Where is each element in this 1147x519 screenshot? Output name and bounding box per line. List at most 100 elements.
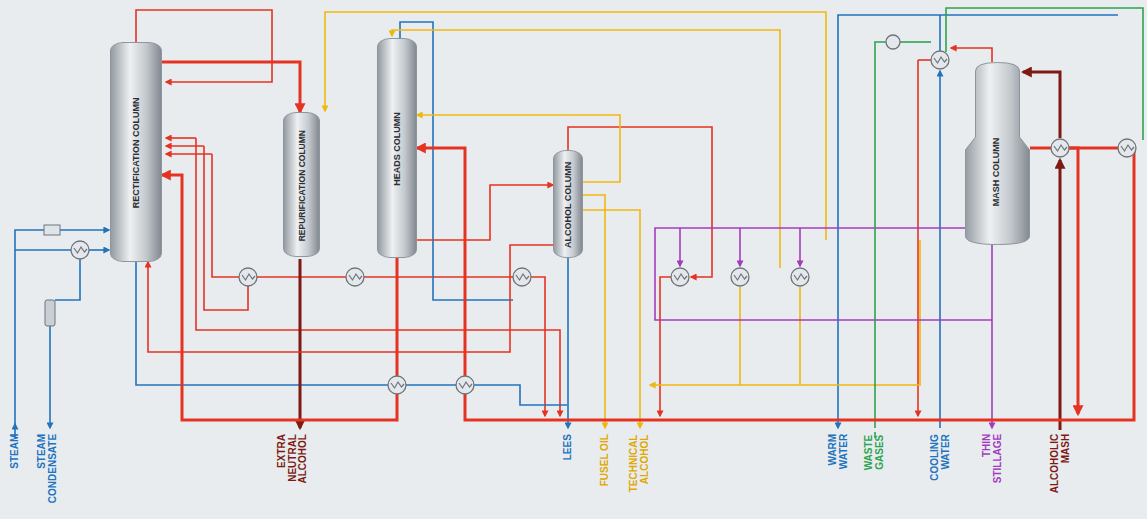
heat-exchanger [794,274,807,280]
stream-label: STEAM CONDENSATE [37,434,58,503]
pipe-line [166,153,212,155]
pipe-line [406,384,456,386]
heat-exchanger [1054,145,1067,151]
process-pipe [162,62,300,112]
pipe-line [531,277,545,416]
pipe-line [739,287,741,385]
pipe-line [299,259,302,428]
pipe-line [838,15,1118,428]
heat-exchanger [671,268,689,286]
stream-label: STEAM [10,434,21,469]
heat-exchanger [734,274,747,280]
pipe-line [49,326,51,428]
heat-exchanger [346,268,364,286]
valve-symbol [45,300,55,326]
heat-exchanger [71,241,89,259]
heat-exchanger [513,268,531,286]
column-label: RECTIFICATION COLUMN [132,98,142,209]
pipe-line [166,137,196,139]
pipe-line [583,210,640,428]
heat-exchanger [934,57,947,63]
pipe-line [939,15,941,51]
heat-exchanger [731,268,749,286]
stream-label: WASTE GASES [864,434,885,470]
heat-exchanger [513,268,531,286]
stream-label: COOLING WATER [929,434,950,481]
heat-exchanger [349,274,362,280]
heat-exchanger [346,268,364,286]
pipe-line [474,385,567,405]
heat-exchanger [674,274,687,280]
heat-exchanger [239,268,257,286]
column-label: REPURIFICATION COLUMN [298,130,307,241]
heat-exchanger [931,51,949,69]
pipe-line [1023,72,1060,138]
pipe-line [15,249,71,251]
process-pipe [417,185,553,240]
heat-exchanger [242,274,255,280]
heat-exchanger [74,247,87,253]
heat-exchanger [1051,139,1069,157]
pipe-line [900,41,931,43]
heat-exchanger [671,268,689,286]
pipe-line [655,228,992,320]
heat-exchanger [456,376,474,394]
pipe-line [799,228,801,266]
distillation-column: HEADS COLUMN [377,38,417,258]
stream-label: THIN STILLAGE [982,434,1003,483]
pipe-line [166,145,204,147]
heat-exchanger [1121,145,1134,151]
pipe-line [204,146,248,310]
pipe-line [918,59,931,61]
pipe-line [1059,160,1062,430]
pipe-line [212,154,239,277]
heat-exchanger [931,51,949,69]
pipe-line [89,249,109,251]
stream-label: EXTRA NEUTRAL ALCOHOL [276,434,308,483]
process-pipe [148,245,553,352]
heat-exchanger [388,376,406,394]
pipe-line [60,229,109,231]
heat-exchanger [459,382,472,388]
pipe-line [939,71,941,428]
pipe-line [15,230,44,428]
heat-exchanger [791,268,809,286]
heat-exchanger [239,268,257,286]
pipe-line [991,245,993,428]
heat-exchanger [71,241,89,259]
distillation-column: MASH COLUMN [965,62,1030,245]
stream-label: TECHNICAL ALCOHOL [629,434,650,492]
column-label: ALCOHOL COLUMN [564,162,574,248]
pipe-line [917,60,919,416]
mash-column-shape [966,63,1030,245]
pipe-line [55,259,80,300]
pipe-line [136,262,388,385]
column-label: MASH COLUMN [992,137,1002,206]
pipe-line [739,228,741,266]
pipe-line [1069,148,1078,414]
pipe-line [660,277,671,416]
process-pipe [162,175,397,420]
stream-label: ALCOHOLIC MASH [1050,434,1071,493]
valve-symbol [44,225,60,235]
pipe-line [364,276,513,278]
heat-exchanger [456,376,474,394]
stream-label: FUSEL OIL [600,434,611,486]
stream-label: LEES [563,434,574,460]
pipe-line [650,240,920,385]
pipe-line [567,258,569,428]
heat-exchanger [1118,139,1136,157]
distillation-column: RECTIFICATION COLUMN [110,42,162,262]
process-pipe [417,115,620,182]
stream-label: WARM WATER [828,434,849,469]
column-label: HEADS COLUMN [393,112,403,186]
heat-exchanger [1118,139,1136,157]
distillation-column: REPURIFICATION COLUMN [283,112,320,257]
heat-exchanger [1051,139,1069,157]
heat-exchanger [791,268,809,286]
pipe-line [951,48,992,62]
pipe-line [875,42,886,428]
pipe-line [583,195,605,428]
pipe-line [679,228,681,266]
heat-exchanger [388,376,406,394]
